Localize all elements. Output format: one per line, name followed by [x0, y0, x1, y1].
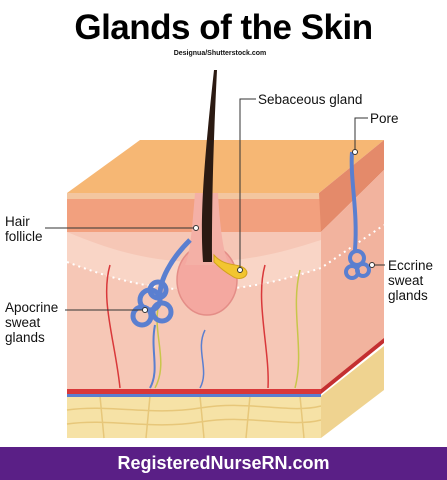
label-sebaceous-gland: Sebaceous gland	[258, 92, 363, 107]
label-hair-follicle: Hair follicle	[5, 214, 43, 244]
eccrine-duct	[349, 151, 358, 251]
capillary-red-2	[260, 264, 269, 389]
leader-sebaceous	[239, 98, 256, 270]
subcutaneous-fat-side	[321, 346, 384, 438]
apocrine-gland-coil	[130, 238, 192, 328]
label-hair-follicle-line1: Hair	[5, 214, 30, 229]
label-apocrine-line1: Apocrine	[5, 300, 59, 315]
eccrine-gland-coil	[344, 249, 371, 280]
label-apocrine: Apocrine sweat glands	[5, 300, 58, 345]
label-apocrine-line2: sweat	[5, 315, 41, 330]
papillary-layer	[67, 232, 321, 290]
stratum-corneum-edge	[67, 193, 321, 199]
vein-branch	[199, 329, 206, 389]
label-eccrine-line1: Eccrine	[388, 258, 434, 273]
label-pore: Pore	[370, 111, 399, 126]
skin-cross-section-diagram	[45, 70, 385, 439]
label-eccrine-line2: sweat	[388, 273, 424, 288]
footer-site-name: RegisteredNurseRN.com	[117, 453, 330, 473]
hair-shaft	[201, 70, 217, 262]
capillary-red-1	[105, 264, 121, 389]
dermis-side	[321, 170, 384, 390]
label-hair-follicle-line2: follicle	[5, 229, 43, 244]
leader-pore	[354, 117, 368, 152]
image-credit: Designua/Shutterstock.com	[173, 50, 267, 57]
footer-banner: RegisteredNurseRN.com	[0, 447, 447, 480]
artery	[67, 389, 321, 394]
label-eccrine-line3: glands	[388, 288, 428, 303]
apocrine-gland-duct	[149, 324, 156, 389]
label-apocrine-line3: glands	[5, 330, 45, 345]
subcutaneous-fat	[67, 396, 321, 438]
label-eccrine: Eccrine sweat glands	[388, 258, 433, 303]
nerve-2	[294, 269, 301, 389]
vein	[67, 394, 321, 397]
page-title: Glands of the Skin	[74, 8, 373, 47]
skin-surface	[67, 140, 384, 193]
artery-side	[321, 338, 384, 394]
